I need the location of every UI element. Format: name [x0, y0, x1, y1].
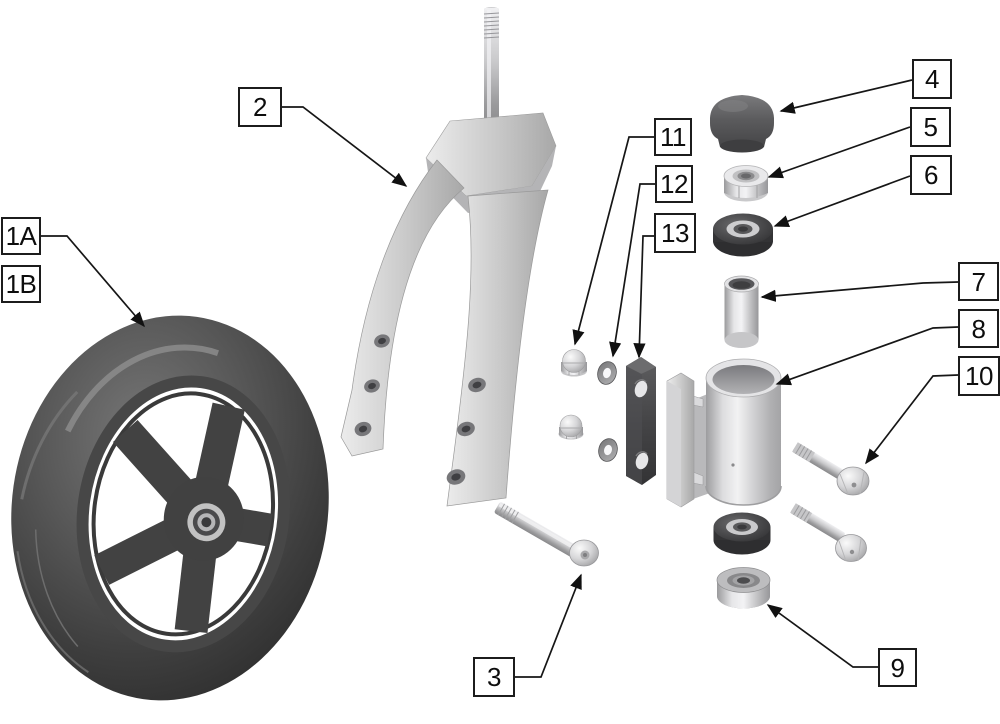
callout-label-13: 13	[654, 213, 696, 253]
caster-fork	[340, 7, 557, 507]
stem-cap	[710, 95, 774, 153]
leader-11	[572, 136, 654, 346]
leader-7	[760, 281, 959, 302]
axle-bolt	[494, 502, 599, 567]
stem-spacer	[724, 275, 759, 348]
leader-5	[767, 126, 911, 179]
upper-bearing	[713, 213, 773, 257]
fork-right-blade	[446, 189, 549, 507]
leader-1a	[41, 235, 145, 328]
acorn-nut-upper	[561, 349, 587, 377]
callout-label-5: 5	[910, 107, 951, 147]
acorn-nut-lower	[558, 414, 584, 440]
callout-label-6: 6	[910, 155, 952, 195]
leader-3	[515, 573, 582, 678]
wheel-rim	[76, 375, 291, 653]
callout-label-8: 8	[958, 309, 999, 348]
washer-lower	[598, 438, 618, 462]
fork-left-blade	[340, 159, 465, 457]
leader-4	[779, 79, 913, 114]
hub-bearing	[201, 517, 212, 528]
housing-cylinder	[706, 378, 781, 505]
spacer-plate	[626, 357, 656, 485]
callout-label-4: 4	[912, 59, 952, 99]
clamp-bolt-upper	[792, 442, 870, 496]
leader-2	[282, 106, 408, 187]
callout-label-10: 10	[958, 356, 1000, 396]
fork-axle-holes	[354, 334, 486, 485]
callout-label-3: 3	[473, 657, 515, 697]
callout-label-11: 11	[654, 118, 692, 156]
callout-label-7: 7	[958, 262, 999, 301]
callout-label-9: 9	[878, 648, 917, 687]
leader-6	[773, 175, 911, 227]
leader-12	[609, 183, 655, 358]
callout-leader-lines	[41, 79, 959, 678]
clamp-bolt-lower	[790, 503, 867, 562]
callout-label-1b: 1B	[1, 265, 41, 303]
lower-bearing	[713, 512, 771, 555]
callout-label-2: 2	[238, 87, 282, 127]
callout-label-12: 12	[655, 165, 693, 203]
cone-spacer	[716, 567, 771, 609]
leader-9	[766, 604, 878, 668]
caster-housing	[666, 358, 782, 508]
washer-upper	[597, 361, 617, 385]
leader-10	[865, 374, 959, 465]
lock-nut	[723, 165, 769, 202]
callout-label-1a: 1A	[1, 217, 41, 255]
leader-8	[775, 326, 959, 386]
leader-13	[633, 235, 654, 359]
caster-wheel	[11, 315, 329, 701]
